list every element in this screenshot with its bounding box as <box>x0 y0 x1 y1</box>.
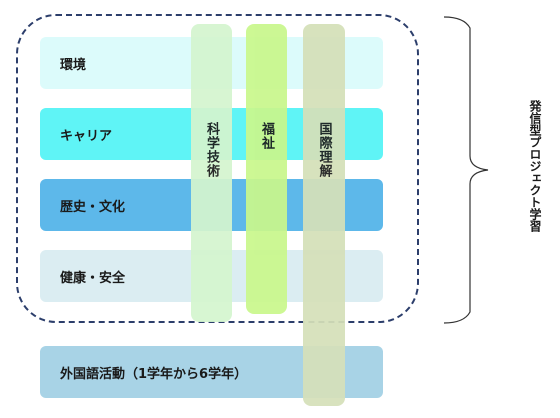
project-group-frame <box>16 14 419 323</box>
column-science-technology-label: 科学技術 <box>204 122 219 178</box>
band-foreign-language-label: 外国語活動（1学年から6学年） <box>60 366 248 382</box>
column-welfare: 福祉 <box>246 24 287 314</box>
band-environment-label: 環境 <box>60 57 87 73</box>
band-health-safety-label: 健康・安全 <box>60 270 126 286</box>
group-label: 発信型プロジェクト学習 <box>528 100 542 232</box>
column-international-understanding-label: 国際理解 <box>316 122 332 178</box>
column-international-understanding: 国際理解 <box>303 24 345 406</box>
column-welfare-label: 福祉 <box>259 122 274 150</box>
band-history-culture-label: 歴史・文化 <box>60 199 126 215</box>
group-brace <box>443 16 489 324</box>
column-science-technology: 科学技術 <box>191 24 232 322</box>
band-career-label: キャリア <box>60 128 113 144</box>
